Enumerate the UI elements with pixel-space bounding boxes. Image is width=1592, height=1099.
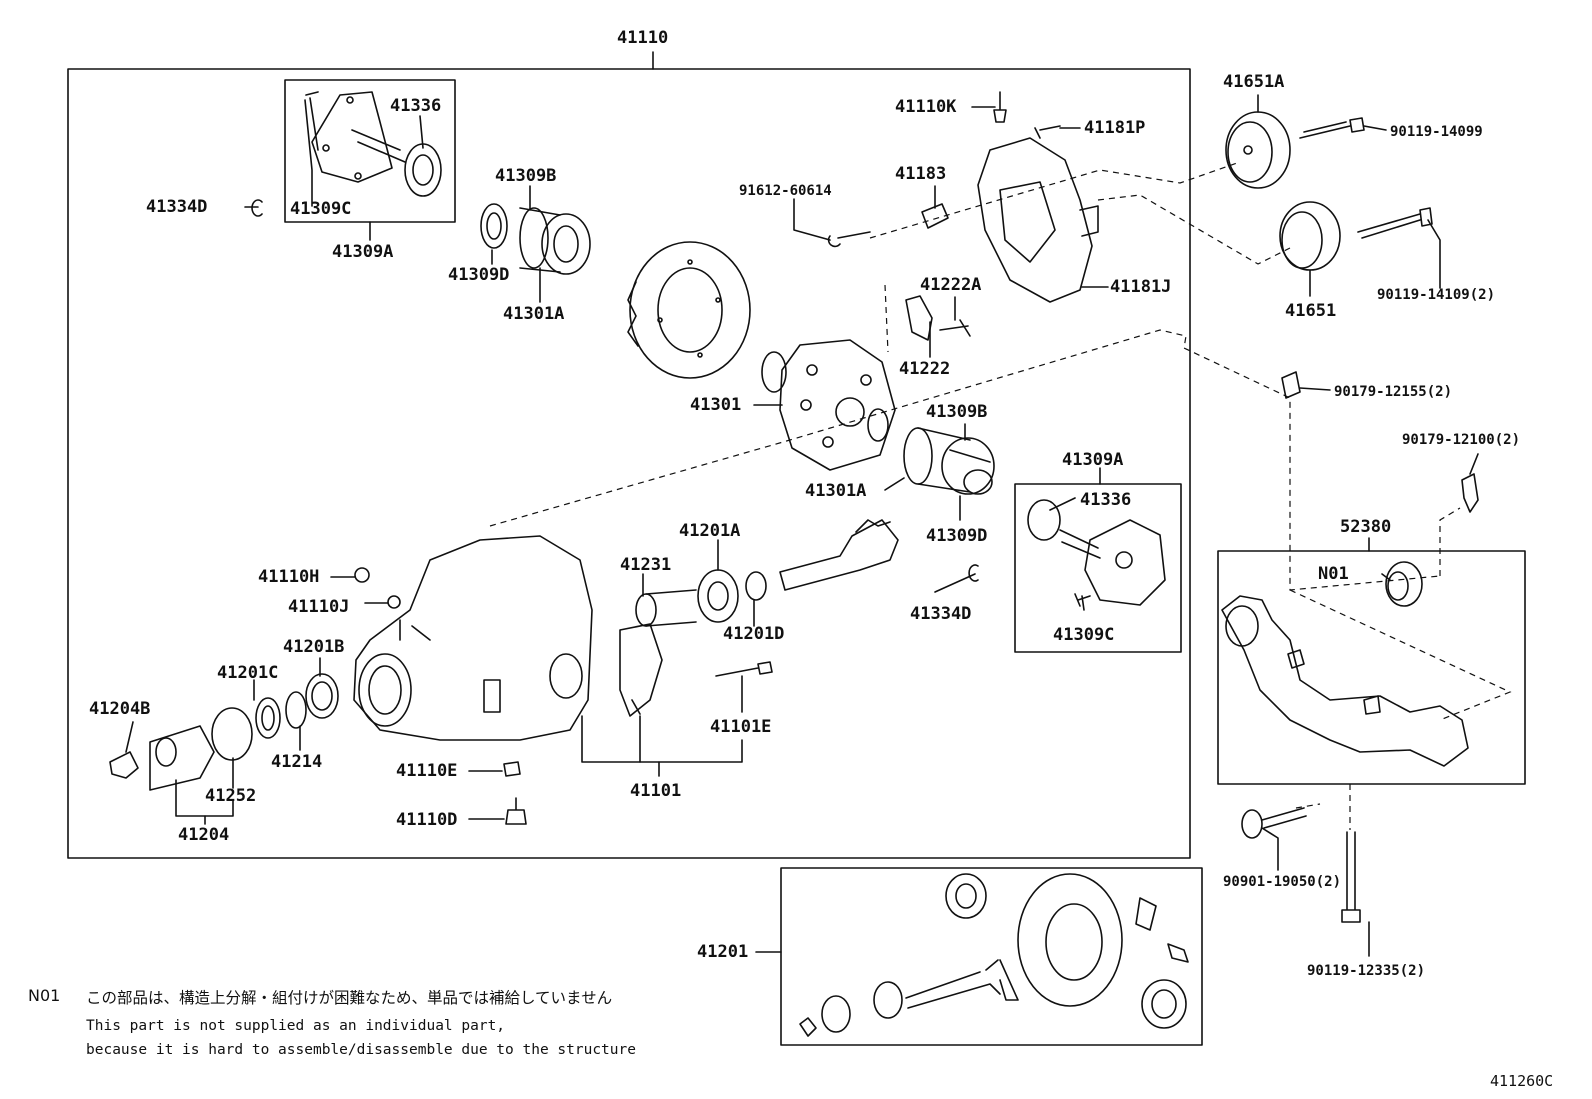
part-label-41201A[interactable]: 41201A [679,521,741,541]
part-label-41309D-upper[interactable]: 41309D [448,265,510,285]
part-label-41110H[interactable]: 41110H [258,567,320,587]
part-label-90119-12335[interactable]: 90119-12335(2) [1307,963,1426,979]
part-label-52380[interactable]: 52380 [1340,517,1392,537]
part-label-41309B-upper[interactable]: 41309B [495,166,557,186]
part-label-41183[interactable]: 41183 [895,164,947,184]
subassembly-41309A-box-lower [1014,483,1182,653]
part-label-41222A[interactable]: 41222A [920,275,982,295]
part-label-41309C-upper[interactable]: 41309C [290,199,352,219]
assembly-41110-frame [67,68,1191,859]
part-label-41204B[interactable]: 41204B [89,699,151,719]
part-label-91612-60614[interactable]: 91612-60614 [739,183,832,199]
part-label-41110J[interactable]: 41110J [288,597,350,617]
part-label-41334D-lower[interactable]: 41334D [910,604,972,624]
part-label-41201C[interactable]: 41201C [217,663,279,683]
part-label-41301A-upper[interactable]: 41301A [503,304,565,324]
part-label-41201D[interactable]: 41201D [723,624,785,644]
part-label-90119-14099[interactable]: 90119-14099 [1390,124,1483,140]
footnote-english-line1: This part is not supplied as an individu… [86,1018,506,1034]
part-label-41222[interactable]: 41222 [899,359,951,379]
part-label-41309A-upper[interactable]: 41309A [332,242,394,262]
part-label-90901-19050[interactable]: 90901-19050(2) [1223,874,1342,890]
footnote-japanese: この部品は、構造上分解・組付けが困難なため、単品では補給していません [86,989,613,1007]
subassembly-41201-box [780,867,1203,1046]
figure-code: 411260C [1490,1072,1554,1090]
part-label-41252[interactable]: 41252 [205,786,257,806]
part-label-41214[interactable]: 41214 [271,752,323,772]
part-label-41110K[interactable]: 41110K [895,97,957,117]
part-label-90179-12100[interactable]: 90179-12100(2) [1402,432,1521,448]
footnote-code: N01 [28,986,61,1005]
part-label-41101E[interactable]: 41101E [710,717,772,737]
part-label-90179-12155[interactable]: 90179-12155(2) [1334,384,1453,400]
part-label-41336-lower[interactable]: 41336 [1080,490,1132,510]
part-label-41336-upper[interactable]: 41336 [390,96,442,116]
part-label-41334D-upper[interactable]: 41334D [146,197,208,217]
part-label-41101[interactable]: 41101 [630,781,682,801]
part-label-41110E[interactable]: 41110E [396,761,458,781]
part-label-41201[interactable]: 41201 [697,942,749,962]
part-label-41231[interactable]: 41231 [620,555,672,575]
part-label-41301[interactable]: 41301 [690,395,742,415]
subassembly-52380-box [1217,550,1526,785]
part-label-41651[interactable]: 41651 [1285,301,1337,321]
part-label-41309B-mid[interactable]: 41309B [926,402,988,422]
part-label-N01[interactable]: N01 [1318,564,1349,584]
part-label-90119-14109[interactable]: 90119-14109(2) [1377,287,1496,303]
footnote-english-line2: because it is hard to assemble/disassemb… [86,1042,636,1058]
part-label-41181J[interactable]: 41181J [1110,277,1172,297]
part-label-41110[interactable]: 41110 [617,28,669,48]
part-label-41309A-lower[interactable]: 41309A [1062,450,1124,470]
part-label-41301A-mid[interactable]: 41301A [805,481,867,501]
part-label-41181P[interactable]: 41181P [1084,118,1146,138]
part-label-41204[interactable]: 41204 [178,825,230,845]
part-label-41651A[interactable]: 41651A [1223,72,1285,92]
part-label-41309C-lower[interactable]: 41309C [1053,625,1115,645]
part-label-41110D[interactable]: 41110D [396,810,458,830]
part-label-41201B[interactable]: 41201B [283,637,345,657]
part-label-41309D-mid[interactable]: 41309D [926,526,988,546]
